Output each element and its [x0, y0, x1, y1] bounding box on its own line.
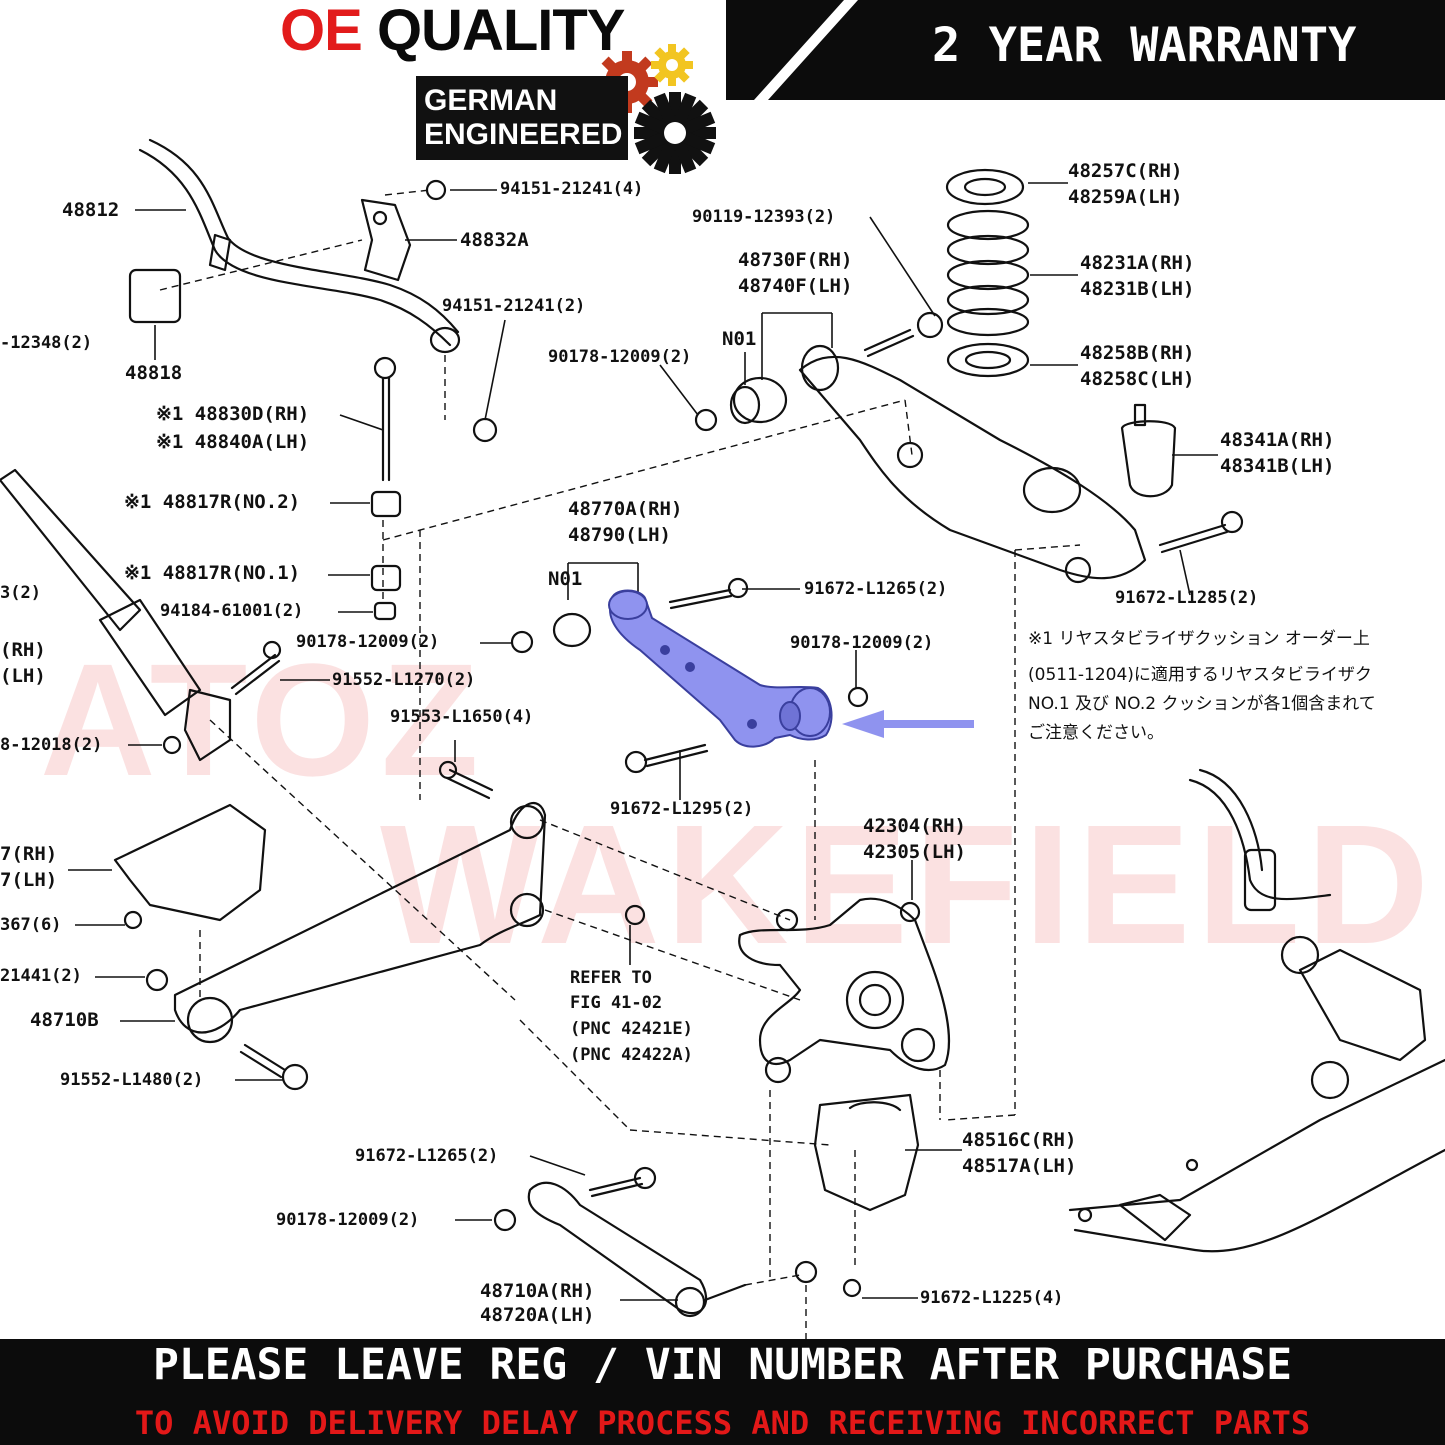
part-label: 48231A(RH)	[1080, 252, 1195, 274]
part-label: 48740F(LH)	[738, 275, 853, 297]
part-label: ※1 48840A(LH)	[156, 431, 310, 453]
part-label: 94184-61001(2)	[160, 601, 304, 621]
coil-spring	[946, 209, 1030, 241]
stabilizer-bushing	[128, 268, 182, 324]
part-label: (PNC 42421E)	[570, 1019, 693, 1039]
part-label: 91672-L1265(2)	[804, 579, 948, 599]
note-line2: (0511-1204)に適用するリヤスタビライザク	[1028, 665, 1372, 685]
part-label: 42305(LH)	[863, 841, 966, 863]
part-label: ※1 48830D(RH)	[156, 403, 310, 425]
part-label: 48341A(RH)	[1220, 429, 1335, 451]
part-label: 90178-12009(2)	[296, 632, 440, 652]
part-label: 91672-L1225(4)	[920, 1288, 1064, 1308]
assembly-view	[1188, 778, 1332, 901]
part-label: 91672-L1285(2)	[1115, 588, 1259, 608]
part-label: 8-12018(2)	[0, 735, 103, 755]
part-label: (PNC 42422A)	[570, 1045, 693, 1065]
part-label: 42304(RH)	[863, 815, 966, 837]
part-label: (RH)	[0, 639, 46, 661]
badge-line2: ENGINEERED	[424, 118, 623, 151]
warranty-text: 2 YEAR WARRANTY	[932, 18, 1357, 73]
part-label: 21441(2)	[0, 966, 82, 986]
part-label: 48710A(RH)	[480, 1280, 595, 1302]
part-label: 48812	[62, 199, 120, 221]
warranty-banner: 2 YEAR WARRANTY	[726, 0, 1445, 100]
part-label: -12348(2)	[0, 333, 93, 353]
part-label: 48720A(LH)	[480, 1304, 595, 1326]
part-label: 48341B(LH)	[1220, 455, 1335, 477]
part-label: 7(LH)	[0, 869, 58, 891]
part-label: 48231B(LH)	[1080, 278, 1195, 300]
warranty-background	[726, 0, 1445, 100]
oe-quality-title: OE QUALITY	[280, 0, 626, 63]
part-label: 90178-12009(2)	[790, 633, 934, 653]
part-label: 48770A(RH)	[568, 498, 683, 520]
part-label: 90178-12009(2)	[276, 1210, 420, 1230]
part-label: 48517A(LH)	[962, 1155, 1077, 1177]
part-label: 48258C(LH)	[1080, 368, 1195, 390]
part-label: FIG 41-02	[570, 993, 663, 1013]
german-engineered-badge: GERMAN ENGINEERED	[416, 76, 628, 160]
oe-suffix: QUALITY	[376, 0, 626, 63]
bump-stopper	[1120, 420, 1177, 498]
upper-control-arm	[798, 355, 1147, 580]
part-label: 94151-21241(4)	[500, 179, 644, 199]
highlighted-part-48770a	[608, 589, 833, 748]
footer-banner	[0, 1339, 1445, 1445]
part-label: ※1 48817R(NO.2)	[124, 491, 301, 513]
note-line4: ご注意ください。	[1028, 723, 1164, 743]
arm-bracket	[813, 1093, 920, 1212]
spring-seat-upper	[945, 168, 1025, 206]
part-label: 48832A	[460, 229, 529, 251]
part-label: 48790(LH)	[568, 524, 671, 546]
part-label: 48257C(RH)	[1068, 160, 1183, 182]
watermark-line2: WAKEFIELD	[380, 790, 1436, 980]
part-label: 48710B	[30, 1009, 99, 1031]
spring-seat-lower	[946, 342, 1030, 378]
lower-control-arm	[173, 802, 547, 1034]
part-label: 91672-L1295(2)	[610, 799, 754, 819]
part-label: 48818	[125, 362, 183, 384]
bolt	[230, 653, 277, 690]
part-label: N01	[722, 328, 757, 350]
gear-yellow-icon	[651, 44, 693, 86]
part-label: 3(2)	[0, 583, 41, 603]
part-label: 94151-21241(2)	[442, 296, 586, 316]
part-label: 91553-L1650(4)	[390, 707, 534, 727]
highlight-arrow	[842, 710, 974, 738]
arm-bushing	[732, 376, 788, 424]
part-label: 48730F(RH)	[738, 249, 853, 271]
part-label: 91672-L1265(2)	[355, 1146, 499, 1166]
badge-line1: GERMAN	[424, 84, 558, 117]
note-line1: ※1 リヤスタビライザクッション オーダー上	[1028, 629, 1370, 649]
part-label: N01	[548, 568, 583, 590]
note-line3: NO.1 及び NO.2 クッションが各1個含まれて	[1028, 694, 1376, 714]
stabilizer-bar	[138, 148, 452, 347]
part-label: 48516C(RH)	[962, 1129, 1077, 1151]
part-label: ※1 48817R(NO.1)	[124, 562, 301, 584]
part-label: 90119-12393(2)	[692, 207, 836, 227]
part-label: REFER TO	[570, 968, 652, 988]
part-label: 91552-L1270(2)	[332, 670, 476, 690]
part-label: 7(RH)	[0, 843, 58, 865]
shock-absorber	[0, 468, 142, 632]
gear-black-icon	[634, 92, 716, 174]
stabilizer-link	[373, 356, 397, 380]
part-label: (LH)	[0, 665, 46, 687]
oe-prefix: OE	[280, 0, 363, 63]
part-label: 91552-L1480(2)	[60, 1070, 204, 1090]
part-label: 367(6)	[0, 915, 62, 935]
part-label: 48259A(LH)	[1068, 186, 1183, 208]
footer-main-text: PLEASE LEAVE REG / VIN NUMBER AFTER PURC…	[152, 1340, 1293, 1390]
footer-sub-text: TO AVOID DELIVERY DELAY PROCESS AND RECE…	[134, 1404, 1311, 1442]
part-label: 90178-12009(2)	[548, 347, 692, 367]
part-label: 48258B(RH)	[1080, 342, 1195, 364]
bushing-bracket	[360, 198, 412, 282]
steering-knuckle	[738, 897, 951, 1072]
